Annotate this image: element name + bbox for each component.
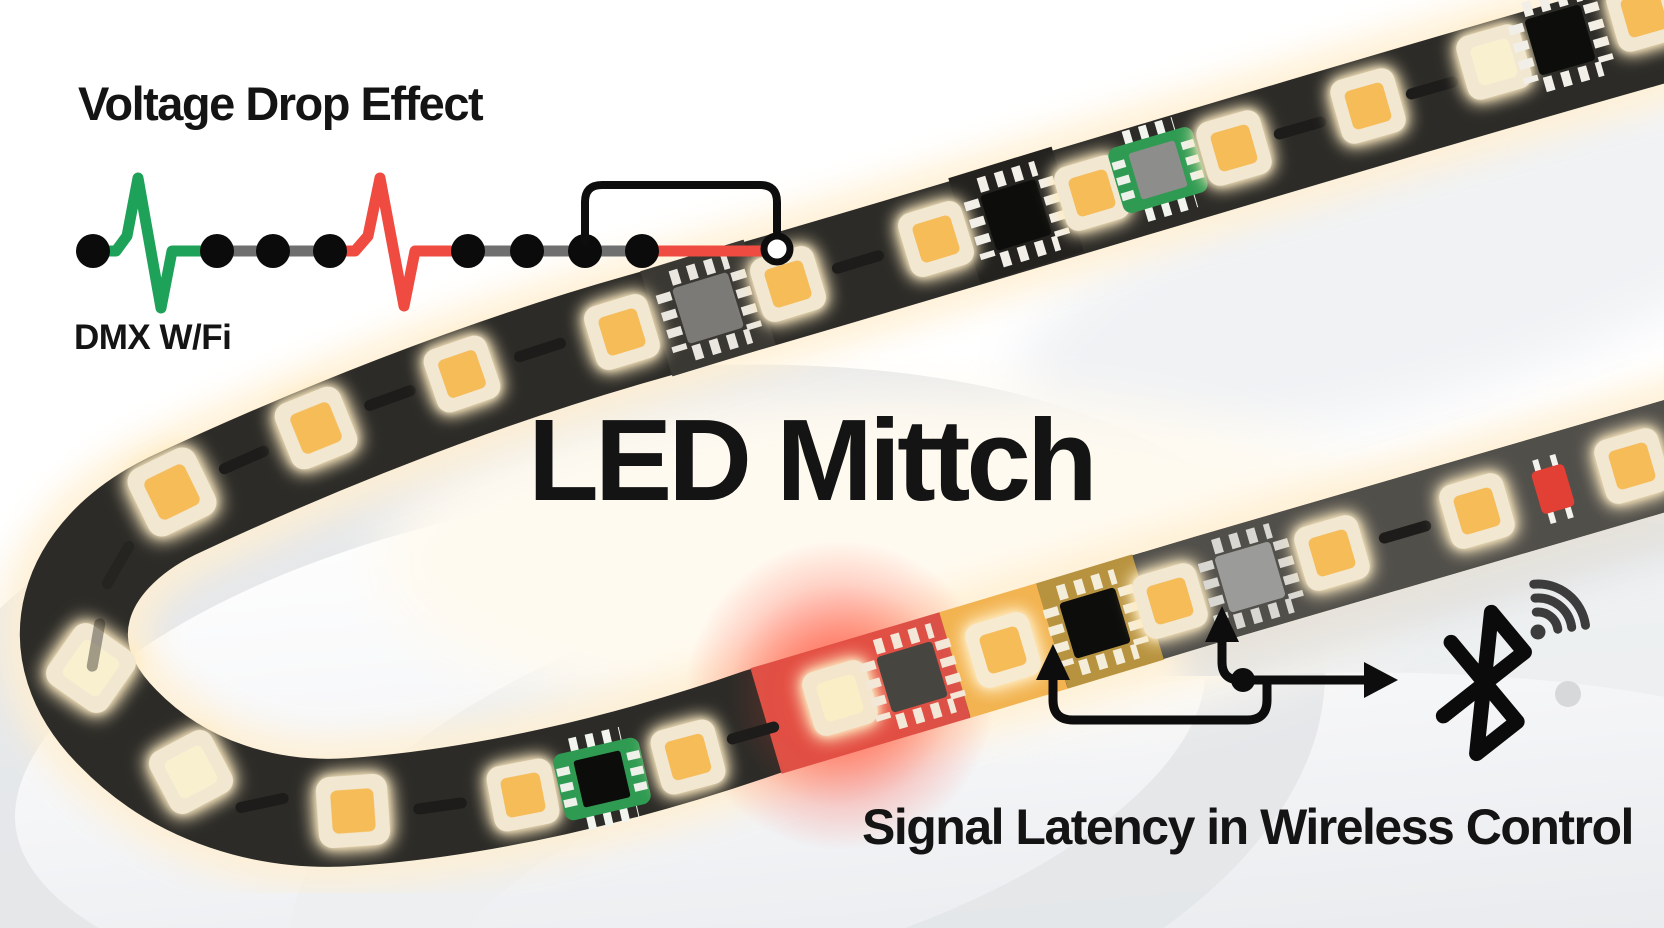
red-pulse <box>324 172 474 312</box>
connector-junction-dot <box>1231 668 1255 692</box>
dmx-wifi-label: DMX W/Fi <box>74 318 232 357</box>
wifi-signal-icon <box>1529 579 1590 640</box>
skip-bracket <box>581 181 781 246</box>
strip-shadow <box>1168 474 1664 699</box>
page-title: LED Mittch <box>528 395 1098 525</box>
latency-connector-arrows <box>1036 606 1398 725</box>
led-module <box>314 772 392 850</box>
voltage-drop-heading: Voltage Drop Effect <box>78 77 484 130</box>
waveform-nodes <box>76 234 659 268</box>
connector-u-path <box>1048 671 1272 725</box>
latency-caption: Signal Latency in Wireless Control <box>862 799 1634 855</box>
bluetooth-icon <box>1435 604 1532 762</box>
arrowhead-right-icon <box>1364 662 1398 698</box>
green-pulse <box>87 172 218 314</box>
open-ring-marker <box>760 232 794 266</box>
arrowhead-up-icon <box>1036 644 1070 680</box>
led-module <box>484 756 562 834</box>
decorative-dot <box>1555 681 1581 707</box>
arrowhead-up-icon <box>1205 606 1239 642</box>
signal-waveform <box>76 172 794 314</box>
